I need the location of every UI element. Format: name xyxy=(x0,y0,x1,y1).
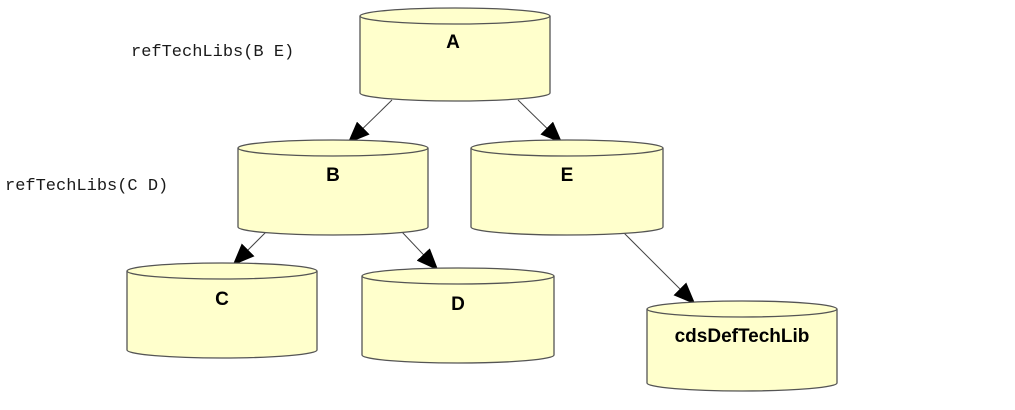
library-cylinder-e: E xyxy=(470,139,664,236)
edge-a-to-e xyxy=(517,99,563,144)
library-label-a: A xyxy=(446,32,460,53)
edge-e-to-cdsdeftechlib xyxy=(623,232,696,305)
annotation-b-reftechlibs: refTechLibs(C D) xyxy=(5,177,168,196)
library-label-d: D xyxy=(451,294,465,315)
library-cylinder-cdsdeftechlib: cdsDefTechLib xyxy=(646,300,838,392)
library-label-cdsdeftechlib: cdsDefTechLib xyxy=(675,326,810,347)
edge-b-to-d xyxy=(401,231,439,271)
library-cylinder-a: A xyxy=(359,7,551,102)
library-cylinder-c: C xyxy=(126,262,318,359)
annotation-a-reftechlibs: refTechLibs(B E) xyxy=(131,43,294,62)
library-cylinder-d: D xyxy=(361,267,555,364)
edge-a-to-b xyxy=(347,99,393,144)
library-label-b: B xyxy=(326,165,340,186)
edge-b-to-c xyxy=(232,231,267,266)
library-label-e: E xyxy=(561,165,574,186)
library-cylinder-b: B xyxy=(237,139,429,236)
library-label-c: C xyxy=(215,289,229,310)
